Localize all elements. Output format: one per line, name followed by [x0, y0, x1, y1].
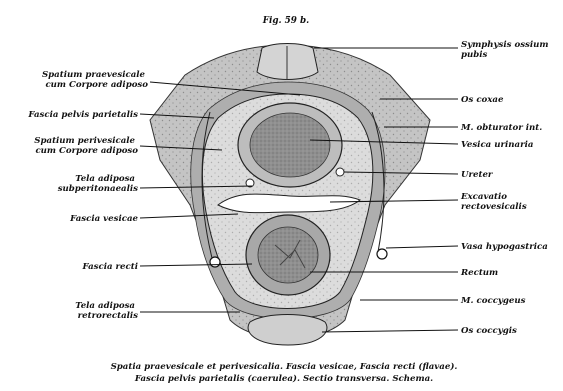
label-m-coccygeus: M. coccygeus [460, 296, 526, 306]
ureter-right [336, 168, 344, 176]
label-vesica-urinaria: Vesica urinaria [461, 140, 533, 150]
label-os-coccygis: Os coccygis [461, 326, 517, 336]
figure-label: Fig. 59 b. [262, 16, 309, 26]
label-rectum: Rectum [460, 268, 498, 278]
caption: Spatia praevesicale et perivesicalia. Fa… [111, 361, 458, 384]
label-excavatio-rectovesicalis: Excavatio rectovesicalis [460, 192, 527, 212]
label-os-coxae: Os coxae [461, 95, 504, 105]
bladder-inner [250, 113, 330, 177]
label-spatium-praevesicale: Spatium praevesicale cum Corpore adiposo [42, 70, 148, 90]
label-ureter: Ureter [461, 170, 494, 180]
label-tela-adiposa-subperitonaealis: Tela adiposa subperitonaealis [58, 174, 138, 194]
label-symphysis-ossium-pubis: Symphysis ossium pubis [461, 40, 552, 60]
label-fascia-vesicae: Fascia vesicae [69, 214, 138, 224]
label-vasa-hypogastrica: Vasa hypogastrica [461, 242, 548, 252]
caption-line-1: Spatia praevesicale et perivesicalia. Fa… [111, 361, 458, 372]
right-labels: Symphysis ossium pubis Os coxae M. obtur… [460, 40, 552, 336]
label-tela-adiposa-retrorectalis: Tela adiposa retrorectalis [75, 301, 138, 321]
vasa-left [210, 257, 220, 267]
rectum-inner [258, 227, 318, 283]
caption-line-2: Fascia pelvis parietalis (caerulea). Sec… [134, 373, 433, 384]
label-m-obturator-int: M. obturator int. [460, 123, 542, 133]
os-coccygis-shape [248, 315, 327, 346]
label-spatium-perivesicale: Spatium perivesicale cum Corpore adiposo [34, 136, 138, 156]
label-fascia-recti: Fascia recti [81, 262, 138, 272]
left-labels: Spatium praevesicale cum Corpore adiposo… [27, 70, 148, 321]
label-fascia-pelvis-parietalis: Fascia pelvis parietalis [27, 110, 138, 120]
